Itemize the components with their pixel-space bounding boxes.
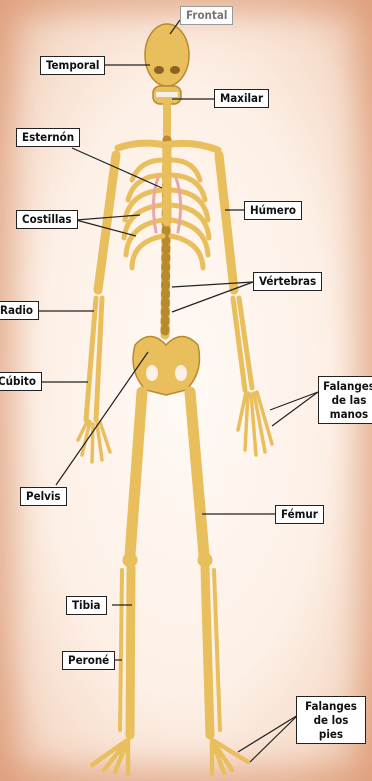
label-femur: Fémur <box>275 505 324 524</box>
leader-falanges-manos-2 <box>272 392 318 426</box>
leader-falanges-pies-2 <box>250 715 298 762</box>
label-maxilar: Maxilar <box>214 89 269 108</box>
leader-falanges-manos-1 <box>270 392 318 410</box>
teeth <box>156 92 178 97</box>
label-humero: Húmero <box>244 201 302 220</box>
eye-socket-right <box>170 66 180 74</box>
right-leg <box>190 392 248 774</box>
label-vertebras: Vértebras <box>253 272 322 291</box>
skull <box>145 24 189 86</box>
label-temporal: Temporal <box>40 56 105 75</box>
label-falanges-pies: Falanges de los pies <box>296 696 366 744</box>
pelvis-foramen-left <box>146 365 158 381</box>
leader-falanges-pies-1 <box>238 715 298 752</box>
label-frontal: Frontal <box>180 6 233 25</box>
label-perone: Peroné <box>62 651 115 670</box>
label-costillas: Costillas <box>16 210 78 229</box>
label-pelvis: Pelvis <box>20 487 67 506</box>
pelvis-foramen-right <box>175 365 187 381</box>
label-radio: Radio <box>0 301 39 320</box>
left-arm <box>78 155 116 462</box>
label-esternon: Esternón <box>16 128 80 147</box>
label-tibia: Tibia <box>66 596 107 615</box>
eye-socket-left <box>154 66 164 74</box>
label-cubito: Cúbito <box>0 372 42 391</box>
right-arm <box>219 155 272 455</box>
pelvis-bone <box>133 337 199 396</box>
label-falanges-manos: Falanges de las manos <box>318 376 372 424</box>
